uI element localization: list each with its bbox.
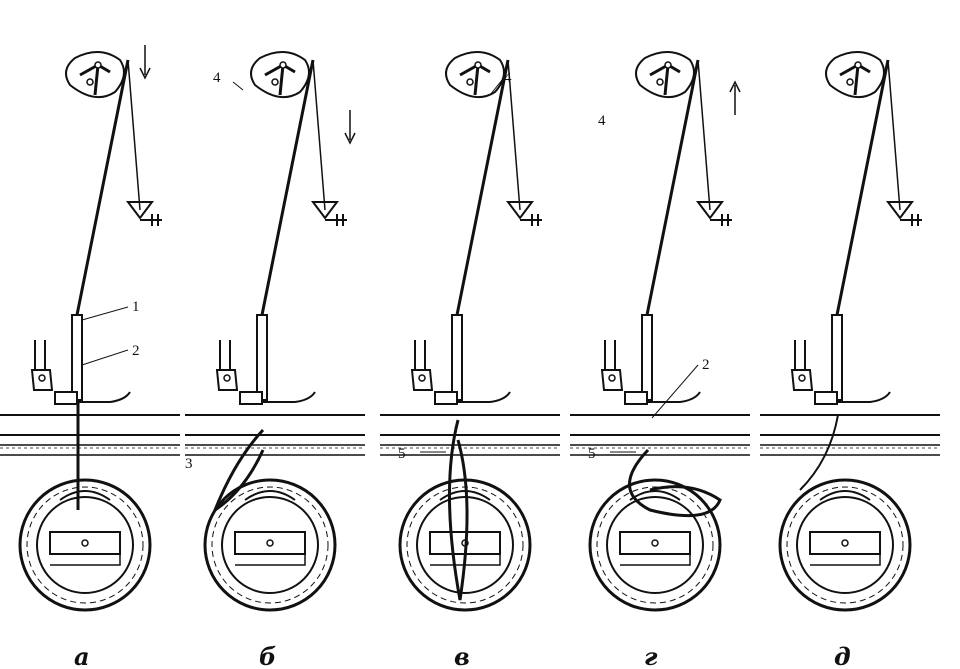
callout-d-2: 2 bbox=[702, 357, 710, 373]
panel-letter-a: а bbox=[74, 642, 90, 669]
panel-b: 4 3 б bbox=[183, 50, 367, 669]
panel-c: 4 5 в bbox=[378, 50, 562, 669]
needle-loop-b bbox=[211, 428, 265, 514]
needle-loop-c bbox=[448, 419, 469, 601]
callout-d-5: 5 bbox=[588, 446, 596, 462]
panel-letter-b: б bbox=[259, 642, 276, 669]
callout-b-3: 3 bbox=[185, 456, 193, 472]
motion-arrow-down-icon bbox=[139, 45, 151, 80]
callout-c-5: 5 bbox=[398, 446, 406, 462]
callout-a-2: 2 bbox=[132, 343, 140, 359]
stitch-thread-e bbox=[799, 414, 839, 491]
motion-arrow-down-icon bbox=[344, 110, 356, 145]
panel-letter-d: г bbox=[644, 642, 658, 669]
panel-a: 1 2 а bbox=[0, 45, 182, 669]
needle-loop-d bbox=[628, 448, 722, 518]
callout-a-1: 1 bbox=[132, 299, 140, 315]
panel-letter-c: в bbox=[454, 642, 470, 669]
panel-letter-e: д bbox=[834, 642, 851, 669]
motion-arrow-up-icon bbox=[729, 80, 741, 115]
panel-d: 4 2 5 г bbox=[568, 50, 752, 669]
callout-b-4: 4 bbox=[213, 70, 221, 86]
panel-e: д bbox=[758, 50, 942, 669]
callout-c-4: 4 bbox=[504, 70, 512, 86]
callout-d-4: 4 bbox=[598, 113, 606, 129]
